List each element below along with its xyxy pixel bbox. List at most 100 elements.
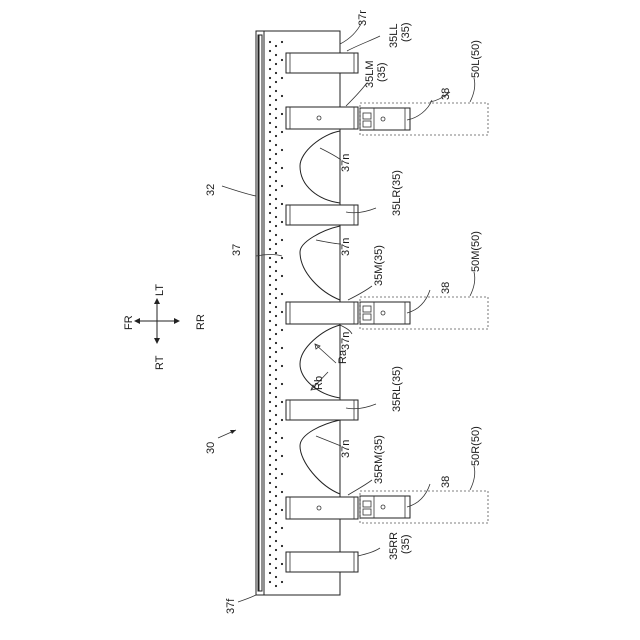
label-37n-1: 37n [340,154,352,172]
dot [269,320,271,322]
dot [269,338,271,340]
dot [275,450,277,452]
dot [281,509,283,511]
dot [269,581,271,583]
compass-LT: LT [154,284,166,296]
dot-rows [269,41,283,587]
dot [275,45,277,47]
dot [275,351,277,353]
dot [275,522,277,524]
dot [269,131,271,133]
dot [269,221,271,223]
dot [269,527,271,529]
dot [275,171,277,173]
dot [269,248,271,250]
dot [269,86,271,88]
module-35RR [286,552,358,572]
dot [275,459,277,461]
dot [281,131,283,133]
dot [275,243,277,245]
dot [275,90,277,92]
dot [275,162,277,164]
dot [269,572,271,574]
dot [275,531,277,533]
dot [269,185,271,187]
dot [275,54,277,56]
dot [269,410,271,412]
dot [269,95,271,97]
dot [269,302,271,304]
dot [281,491,283,493]
dot [269,365,271,367]
dot [281,473,283,475]
dot [281,563,283,565]
dot [275,441,277,443]
dot [275,396,277,398]
dot [269,239,271,241]
dot [269,500,271,502]
dot [269,140,271,142]
dot [269,482,271,484]
dot [269,455,271,457]
dot [275,504,277,506]
dot [281,113,283,115]
dot [281,401,283,403]
compass-RT: RT [154,355,166,370]
dot [275,252,277,254]
dot [269,536,271,538]
dot [269,104,271,106]
label-35LM: 35LM [364,60,376,88]
dot [269,212,271,214]
dot [269,464,271,466]
label-35M: 35M(35) [373,245,385,286]
compass-labels: LT FR RR RT [123,284,207,370]
dot [275,297,277,299]
dot [275,207,277,209]
dot [281,545,283,547]
dot [275,261,277,263]
dot [269,509,271,511]
dot [269,167,271,169]
dot [269,266,271,268]
dot [275,558,277,560]
dot [275,378,277,380]
label-35LR: 35LR(35) [391,170,403,216]
dot [281,329,283,331]
label-37: 37 [231,244,243,256]
label-38-middle: 38 [440,282,452,294]
dot [275,99,277,101]
dot [269,392,271,394]
dot [275,567,277,569]
dot [269,176,271,178]
dot [275,540,277,542]
dot [269,113,271,115]
label-Rb: Rb [313,376,325,390]
dot [269,419,271,421]
module-35LM [286,107,358,129]
dot [269,356,271,358]
label-Ra: Ra [337,349,349,364]
dot [269,203,271,205]
dot [269,293,271,295]
dot [269,563,271,565]
dot [269,374,271,376]
dot [275,153,277,155]
module-35RM [286,497,358,519]
label-37f: 37f [225,598,237,614]
dot [275,405,277,407]
compass-RR: RR [195,314,207,330]
label-37r: 37r [357,10,369,26]
label-35RR: 35RR [388,532,400,560]
dot [269,149,271,151]
dot [275,180,277,182]
label-38-lower: 38 [440,476,452,488]
dot [281,221,283,223]
dot [275,135,277,137]
label-35RL: 35RL(35) [391,366,403,412]
dot [275,279,277,281]
module-35LL [286,53,358,73]
dot [281,455,283,457]
label-35LL-sub: (35) [400,22,412,42]
dot [281,41,283,43]
